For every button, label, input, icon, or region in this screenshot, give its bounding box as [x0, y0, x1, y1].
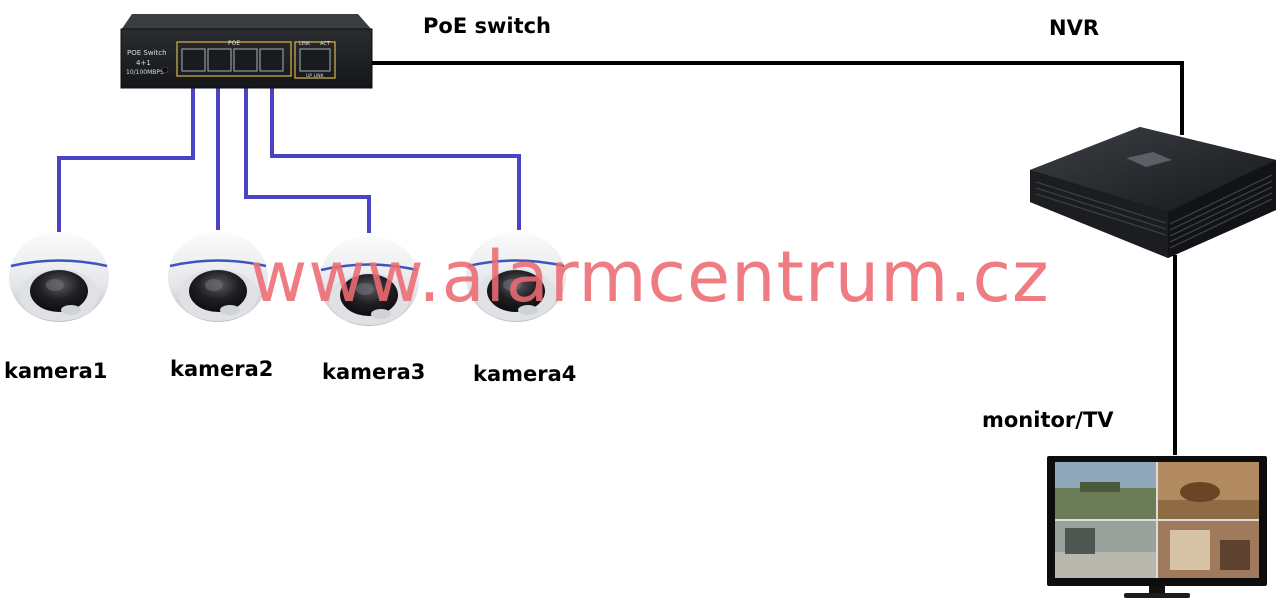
camera-label-kamera1: kamera1: [4, 359, 108, 383]
poe-switch-label: PoE switch: [423, 14, 552, 38]
switch-face-ports: 4+1: [136, 59, 151, 67]
poe-switch: POE Switch 4+1 10/100MBPS POE LINK ACT U…: [120, 14, 373, 89]
nvr-label: NVR: [1049, 16, 1099, 40]
switch-poe-ports: [181, 48, 284, 72]
poe-port-1: [181, 48, 206, 72]
poe-port-3: [233, 48, 258, 72]
nvr-cables: [318, 61, 1184, 455]
uplink-port: [299, 48, 331, 72]
monitor-feed-1: [1055, 462, 1156, 519]
monitor-feed-3: [1055, 521, 1156, 578]
monitor-feed-2: [1158, 462, 1259, 519]
camera-kamera4: [466, 232, 566, 322]
camera-cables: [57, 82, 521, 233]
camera-label-kamera3: kamera3: [322, 360, 426, 384]
camera-label-kamera4: kamera4: [473, 362, 577, 386]
switch-power-led: [161, 66, 169, 74]
cable-kamera1: [57, 82, 195, 232]
camera-kamera1: [9, 232, 109, 322]
nvr-device: [1030, 127, 1276, 258]
poe-port-2: [207, 48, 232, 72]
switch-poe-group-label: POE: [228, 40, 240, 47]
poe-port-4: [259, 48, 284, 72]
camera-label-kamera2: kamera2: [170, 357, 274, 381]
nvr-display-window: [1126, 152, 1172, 167]
switch-face-speed: 10/100MBPS: [126, 69, 164, 76]
switch-uplink-port-label: UP LINK: [306, 73, 325, 79]
cable-kamera4: [270, 82, 521, 230]
monitor-tv: [1047, 456, 1267, 598]
monitor-feed-4: [1158, 521, 1259, 578]
camera-kamera2: [168, 232, 268, 322]
camera-kamera3: [319, 236, 419, 326]
cable-switch-to-nvr: [318, 61, 1184, 135]
switch-uplink-group-label: LINK: [299, 41, 311, 47]
monitor-tv-label: monitor/TV: [982, 408, 1114, 432]
cable-kamera3: [244, 82, 371, 233]
switch-uplink-act-label: ACT: [320, 41, 331, 47]
switch-face-title: POE Switch: [127, 49, 167, 57]
